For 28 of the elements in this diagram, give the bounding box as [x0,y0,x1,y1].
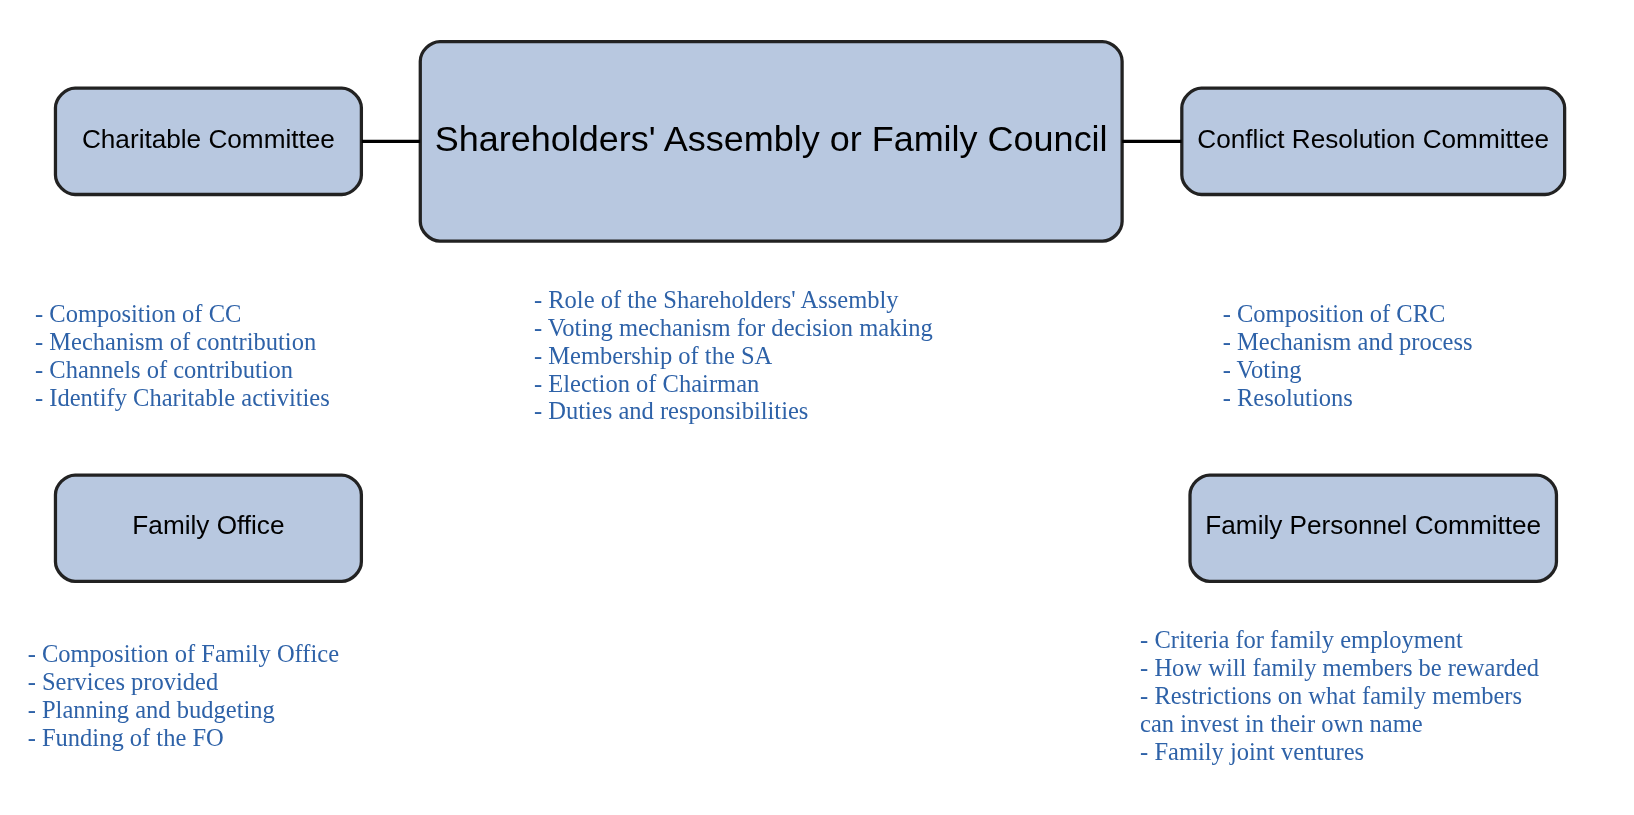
node-label: - Mechanism of contribution [35,327,317,355]
node-box: Conflict Resolution Committee [1180,86,1567,196]
node-label: - Voting mechanism for decision making [533,313,933,341]
connector [361,139,421,143]
node-label: - Duties and responsibilities [533,396,809,424]
node-label: - Voting [1222,355,1302,383]
node-label: - Election of Chairman [533,369,760,397]
node-label: - Role of the Shareholders' Assembly [533,285,899,313]
node-box: Shareholders' Assembly or Family Council [418,39,1124,243]
node-label: - Composition of CRC [1222,299,1446,327]
node-label: - Family joint ventures [1140,737,1365,765]
node-label: - How will family members be rewarded [1140,653,1540,681]
node-label: - Identify Charitable activities [35,383,330,411]
node-label: - Composition of Family Office [27,639,340,667]
node-label: - Membership of the SA [533,341,773,369]
node-label: - Resolutions [1222,383,1353,411]
node-label: - Restrictions on what family members can invest in their own name [1140,681,1523,737]
node-box: Family Office [53,472,363,583]
connector [1122,139,1182,143]
node-label: - Composition of CC [35,299,242,327]
node-label: - Funding of the FO [27,723,224,751]
node-label: - Mechanism and process [1222,327,1473,355]
node-box: Family Personnel Committee [1188,472,1559,583]
node-label: - Criteria for family employment [1140,625,1463,653]
node-label: - Planning and budgeting [27,695,275,723]
node-label: - Channels of contribution [35,355,294,383]
node-label: - Services provided [27,667,219,695]
node-box: Charitable Committee [53,86,363,196]
